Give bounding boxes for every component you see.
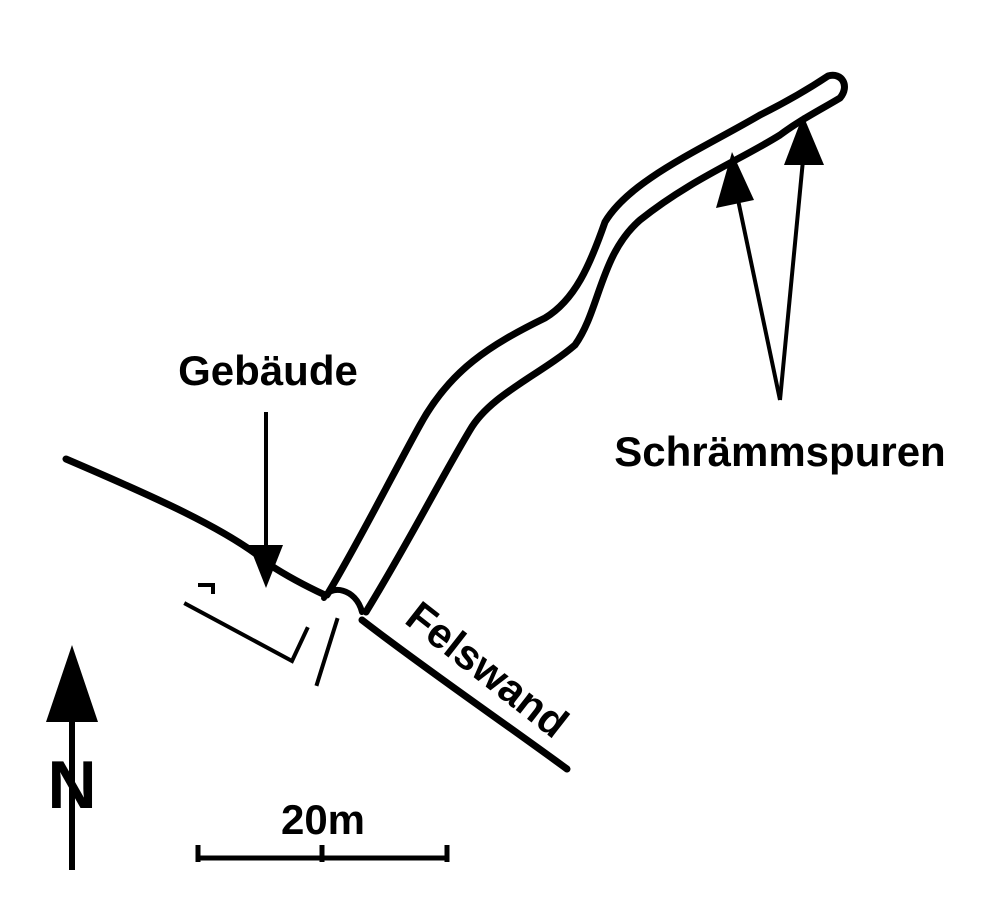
tunnel-outline [323,71,848,616]
north-label: N [47,747,96,823]
tunnel-mouth [321,587,365,615]
label-traces: Schrämmspuren [614,428,945,475]
scale-bar [195,845,450,862]
traces-arrow-right-shaft [778,159,805,401]
traces-arrow-left-shaft [735,194,782,401]
north-arrow-icon: N [46,645,98,870]
traces-arrow-right-head [784,115,824,165]
traces-arrow-left-head [716,152,754,208]
building-outline [183,583,340,687]
building-arrow-head [249,545,283,588]
scale-label: 20m [281,796,365,843]
rock-wall-line [62,455,571,773]
label-building: Gebäude [178,347,358,394]
